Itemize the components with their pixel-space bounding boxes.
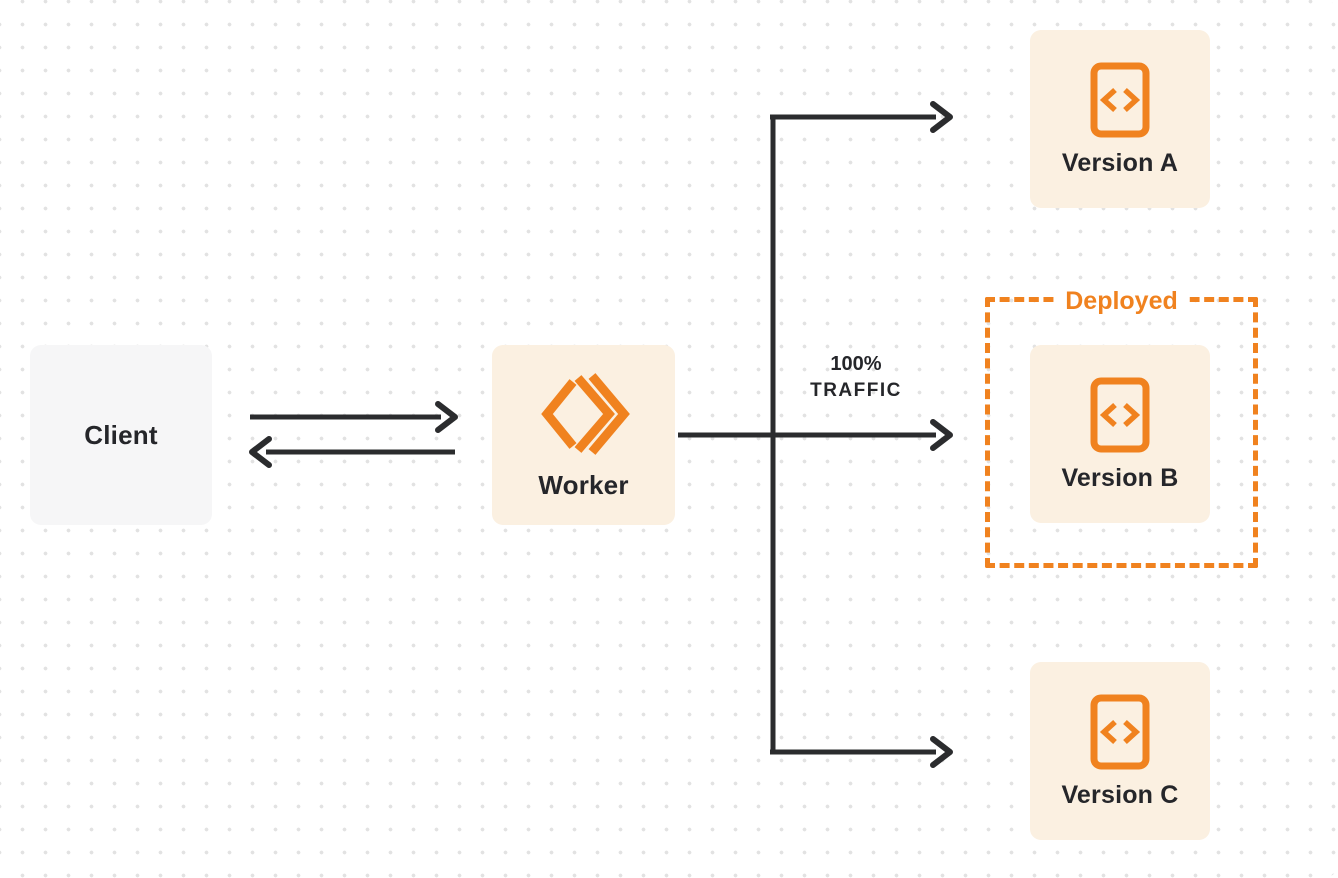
worker-label: Worker (538, 469, 629, 500)
trunk-to-version-c-arrow (770, 736, 953, 768)
version-a-label: Version A (1061, 148, 1179, 177)
version-c-label: Version C (1061, 780, 1179, 809)
version-b-node: Version B (1030, 345, 1210, 523)
client-worker-request-arrow (250, 401, 458, 433)
traffic-word-label: TRAFFIC (810, 380, 902, 401)
code-document-icon (1090, 694, 1150, 769)
traffic-percent-label: 100% (830, 353, 882, 375)
deployed-label: Deployed (1053, 284, 1190, 318)
trunk-to-version-a-arrow (770, 101, 953, 133)
version-b-label: Version B (1061, 463, 1179, 492)
worker-to-version-b-arrow (678, 419, 953, 451)
code-document-icon (1090, 62, 1150, 137)
version-a-node: Version A (1030, 30, 1210, 208)
client-node: Client (30, 345, 212, 525)
client-label: Client (84, 419, 158, 450)
traffic-annotation: 100% TRAFFIC (786, 351, 926, 405)
worker-client-response-arrow (249, 436, 455, 468)
version-c-node: Version C (1030, 662, 1210, 840)
code-document-icon (1090, 377, 1150, 452)
workers-double-chevron-icon (540, 372, 630, 455)
deployed-boundary: Deployed (985, 284, 1258, 568)
worker-node: Worker (492, 345, 675, 525)
